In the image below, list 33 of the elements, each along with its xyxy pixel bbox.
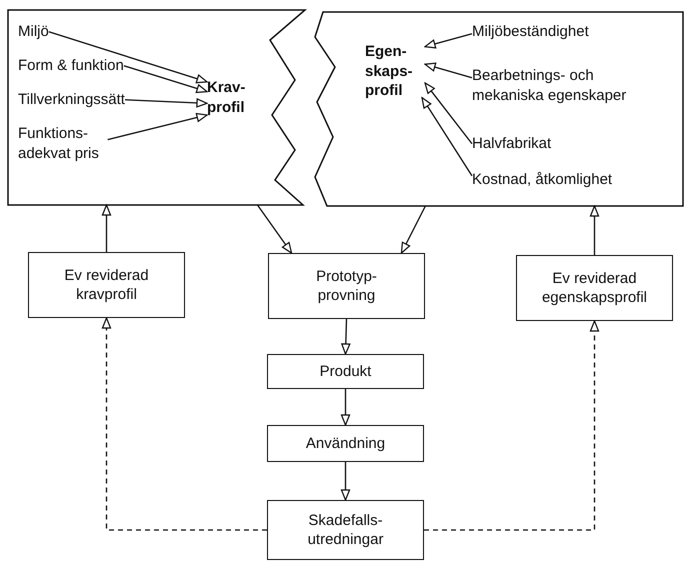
factor-label: Halvfabrikat (472, 134, 552, 154)
dashed-arrow (424, 320, 600, 531)
profile-label: Egen-skaps-profil (365, 42, 425, 100)
arrow (341, 318, 350, 355)
factor-label: Funktions-adekvat pris (18, 124, 133, 163)
factor-label: Kostnad, åtkomlighet (472, 170, 612, 190)
arrow (421, 96, 473, 176)
factor-label: Bearbetnings- och mekaniska egenskaper (472, 66, 657, 105)
process-box: Prototyp-provning (268, 253, 425, 319)
factor-label: Miljö (18, 22, 49, 42)
arrow (340, 389, 350, 426)
arrow (256, 204, 292, 254)
arrow (124, 98, 208, 108)
arrow (340, 462, 350, 501)
arrow (400, 206, 426, 254)
dashed-arrow (102, 317, 267, 531)
factor-label: Miljöbeständighet (472, 22, 589, 42)
process-box: Ev reviderad egenskapsprofil (516, 255, 673, 321)
factor-label: Form & funktion (18, 56, 124, 76)
arrow (124, 65, 208, 94)
factor-label: Tillverkningssätt (18, 90, 125, 110)
arrow (108, 112, 208, 140)
profile-label: Krav-profil (207, 78, 255, 117)
process-box: Användning (267, 425, 424, 462)
arrow (102, 204, 112, 252)
arrow (48, 31, 208, 84)
arrow (424, 33, 472, 48)
arrow (590, 205, 600, 255)
process-box: Skadefalls-utredningar (267, 500, 424, 560)
arrow (424, 62, 472, 78)
process-box: Produkt (267, 354, 424, 389)
arrow (424, 82, 473, 144)
process-box: Ev reviderad kravprofil (28, 252, 185, 318)
